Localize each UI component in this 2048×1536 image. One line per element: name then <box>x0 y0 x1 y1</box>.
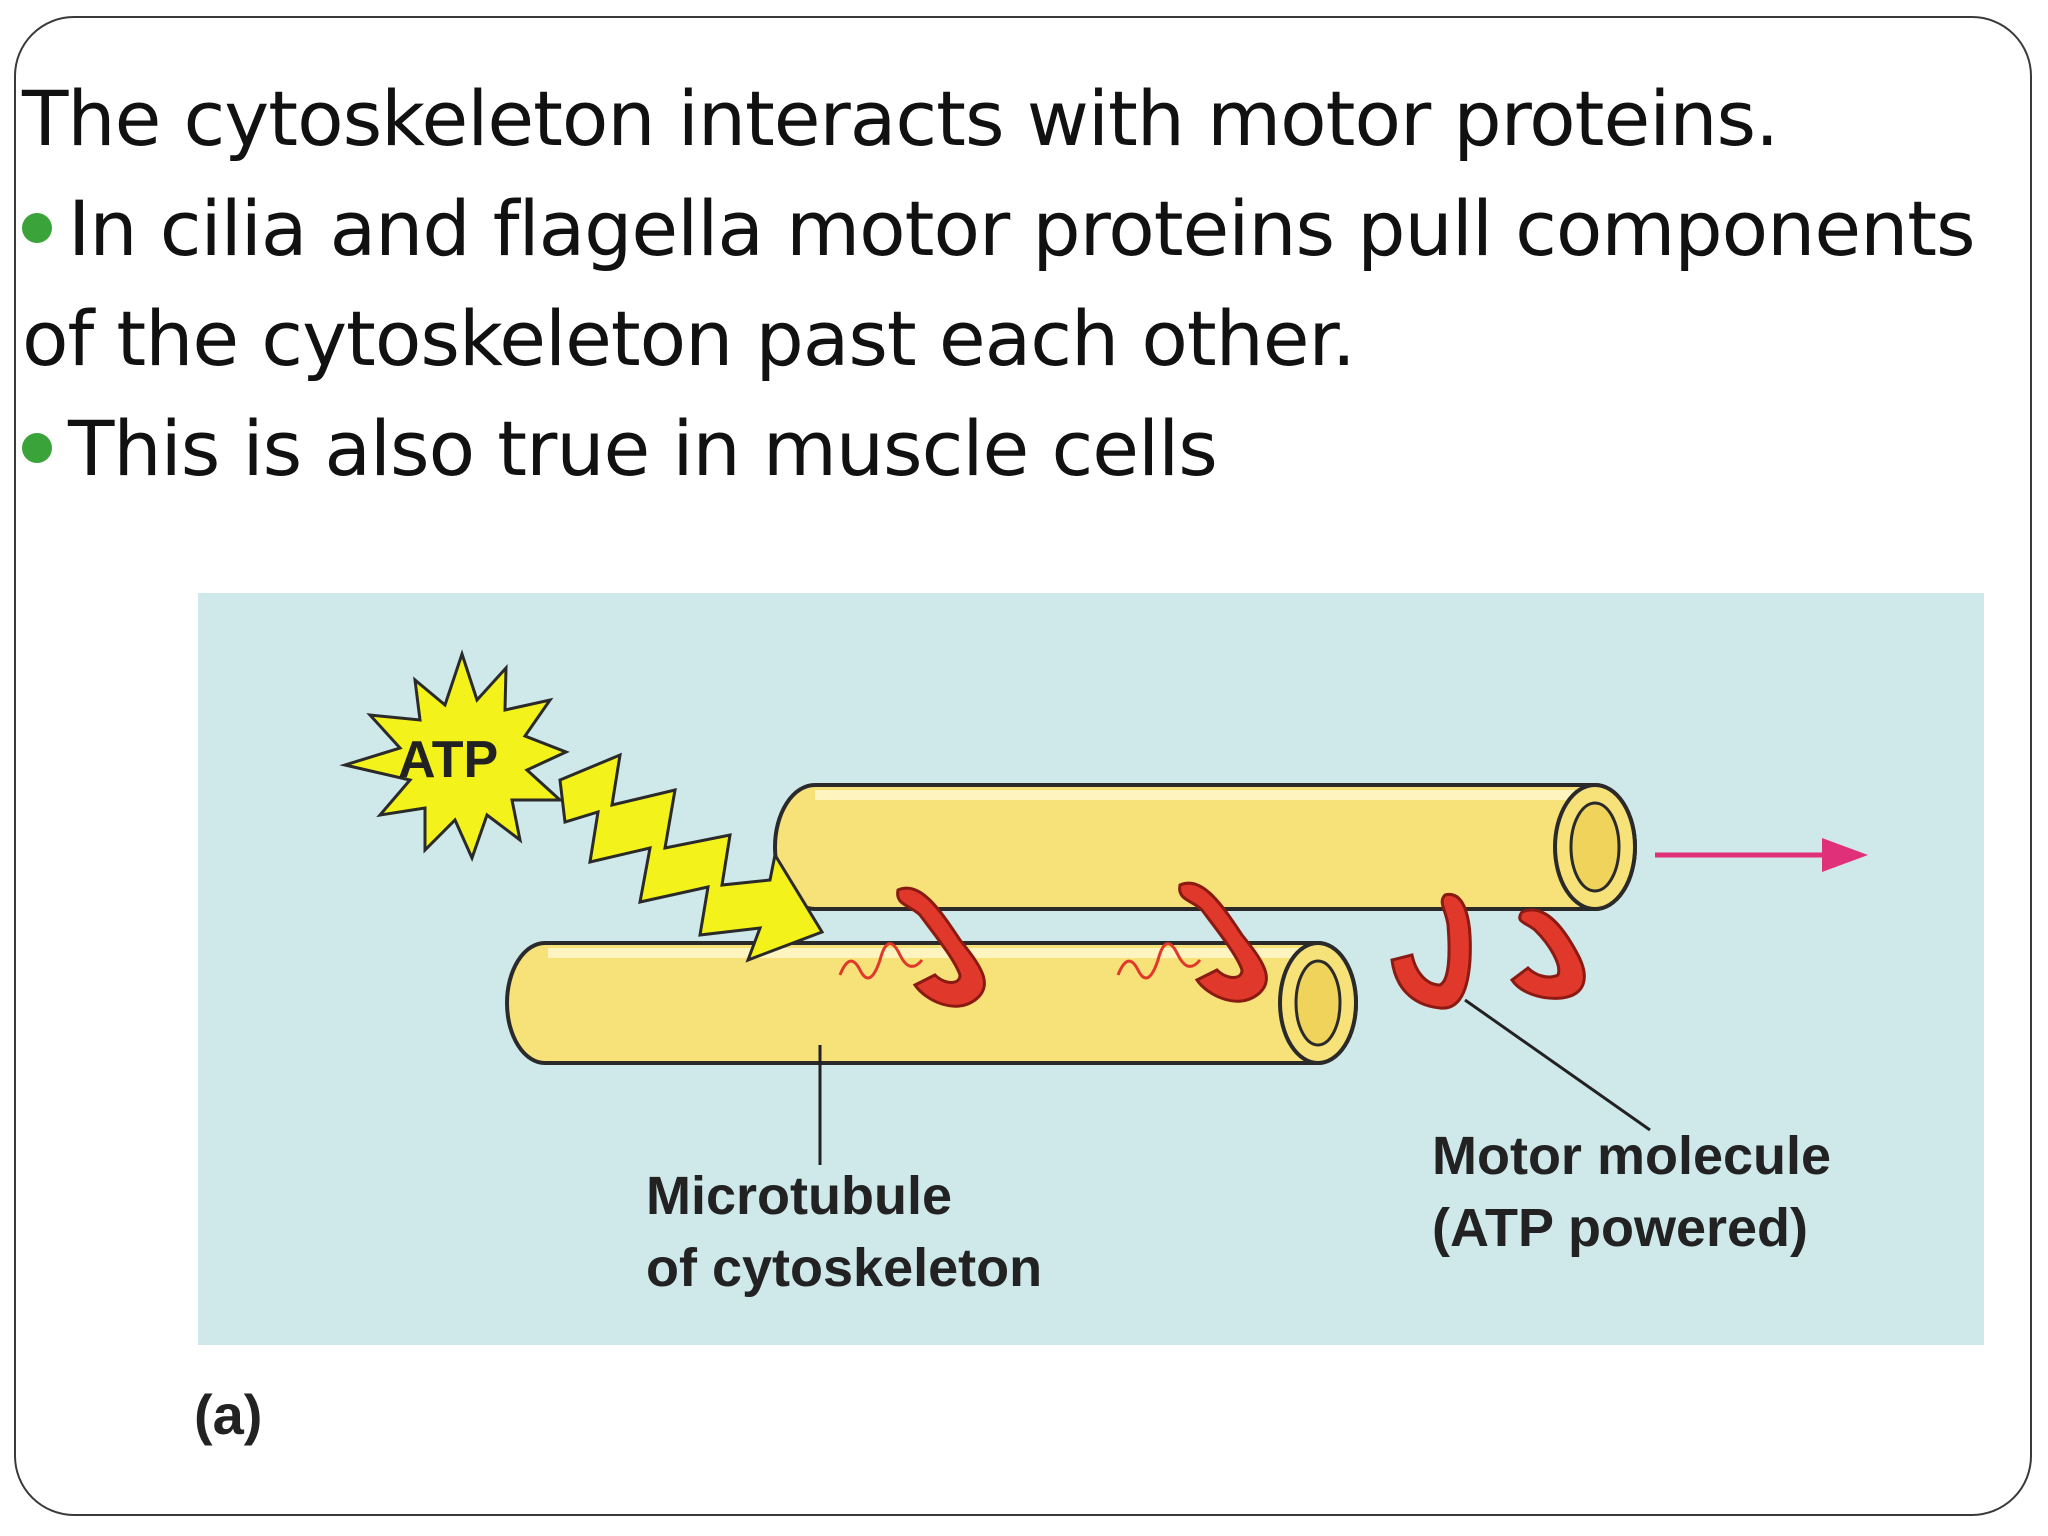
slide-title-line: The cytoskeleton interacts with motor pr… <box>22 74 1779 163</box>
bullet-1-line-1: In cilia and flagella motor proteins pul… <box>22 174 2022 284</box>
motor-leader-line <box>1464 998 1651 1132</box>
bullet-2-line-1: This is also true in muscle cells <box>22 394 2022 504</box>
motor-molecule-1 <box>896 886 986 1008</box>
bullet-2-text: This is also true in muscle cells <box>68 404 1218 493</box>
atp-starburst-icon <box>339 649 570 863</box>
bullet-1-line-2: of the cytoskeleton past each other. <box>22 294 1356 383</box>
bullet-1-text: In cilia and flagella motor proteins pul… <box>68 184 1976 273</box>
upper-microtubule <box>773 783 1637 911</box>
energy-bolt-icon <box>558 752 825 963</box>
slide-body: The cytoskeleton interacts with motor pr… <box>22 64 2022 504</box>
motor-trace-squiggles <box>838 942 1202 980</box>
motor-label-line-1: Motor molecule <box>1432 1126 1832 1186</box>
bullet-dot-icon <box>22 213 52 243</box>
bullet-dot-icon <box>22 433 52 463</box>
panel-letter: (a) <box>194 1383 263 1446</box>
atp-label: ATP <box>398 731 499 789</box>
motor-molecule-label: Motor molecule (ATP powered) <box>1432 1120 1831 1264</box>
motor-molecule-2 <box>1178 881 1268 1003</box>
motor-label-line-2: (ATP powered) <box>1432 1198 1809 1258</box>
slide-frame <box>14 16 2032 1516</box>
microtubule-label: Microtubule of cytoskeleton <box>646 1160 1042 1304</box>
movement-arrow-icon <box>1655 838 1868 872</box>
motor-molecule-3 <box>1390 893 1472 1010</box>
microtubule-label-line-1: Microtubule <box>646 1166 952 1226</box>
microtubule-label-line-2: of cytoskeleton <box>646 1238 1043 1298</box>
motor-molecule-4 <box>1509 908 1586 1000</box>
motor-molecules <box>896 881 1586 1010</box>
lower-microtubule <box>505 941 1358 1065</box>
